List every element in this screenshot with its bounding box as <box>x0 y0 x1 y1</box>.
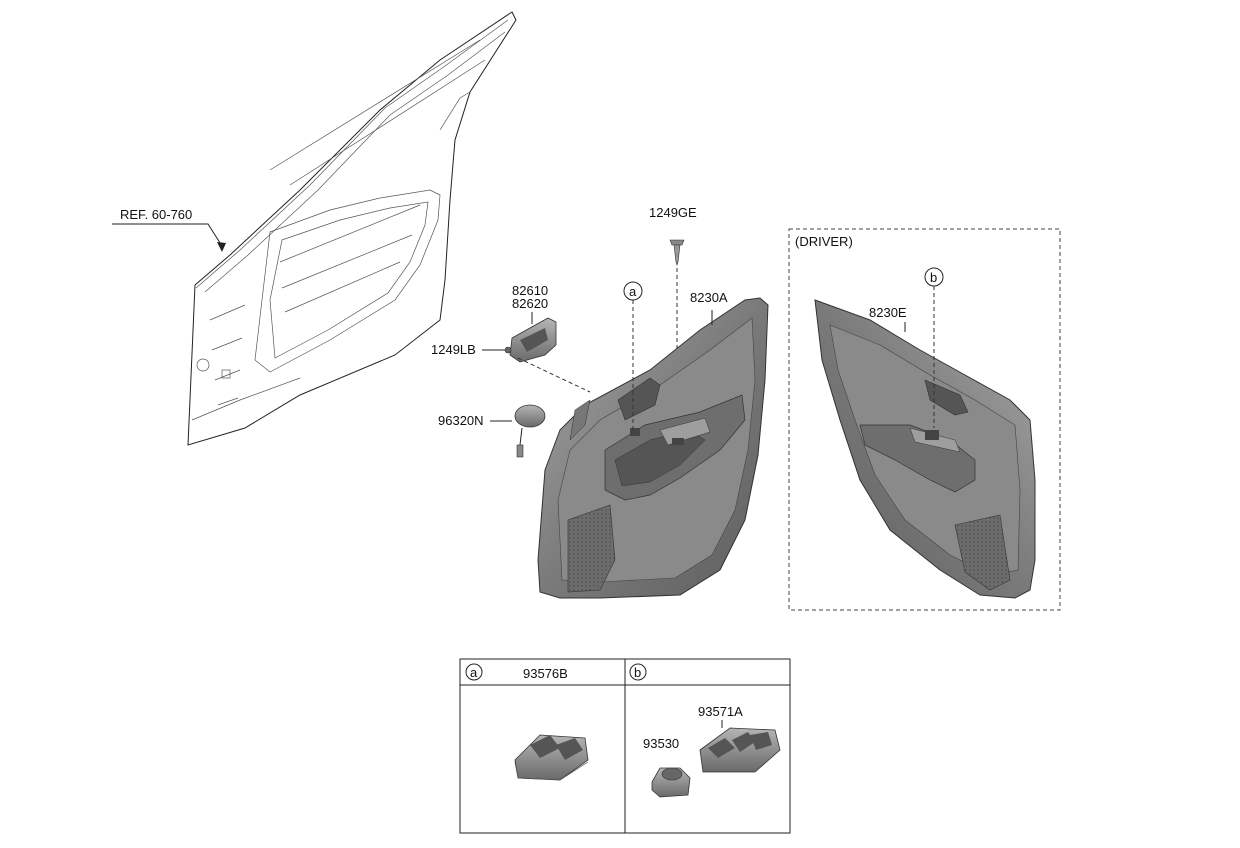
part-label-93576b: 93576B <box>523 666 568 681</box>
ref-callout: REF. 60-760 <box>112 207 226 252</box>
part-label-96320n: 96320N <box>438 413 484 428</box>
part-label-93571a: 93571A <box>698 704 743 719</box>
switch-93530-drawing <box>651 767 691 798</box>
door-trim-panel-8230a: 8230A <box>537 290 769 599</box>
speaker-96320n: 96320N <box>438 404 546 458</box>
driver-label: (DRIVER) <box>795 234 853 249</box>
switch-93576b-drawing <box>514 734 589 781</box>
part-label-1249lb: 1249LB <box>431 342 476 357</box>
driver-variant-box: (DRIVER) 8230E b <box>788 228 1061 611</box>
part-label-93530: 93530 <box>643 736 679 751</box>
part-label-1249ge: 1249GE <box>649 205 697 220</box>
table-badge-a: a <box>470 665 478 680</box>
part-label-82620: 82620 <box>512 296 548 311</box>
callout-a-letter: a <box>629 284 637 299</box>
callout-a-marker: a <box>623 281 643 430</box>
callout-b-letter: b <box>930 270 937 285</box>
door-frame-drawing <box>187 11 517 446</box>
screw-1249lb: 1249LB <box>431 342 591 393</box>
callout-b-marker: b <box>924 267 944 428</box>
inside-handle-part: 82610 82620 <box>509 283 557 363</box>
table-badge-b: b <box>634 665 641 680</box>
part-label-82610: 82610 <box>512 283 548 298</box>
part-label-8230e: 8230E <box>869 305 907 320</box>
ref-label: REF. 60-760 <box>120 207 192 222</box>
part-label-8230a: 8230A <box>690 290 728 305</box>
switch-parts-table: a 93576B b 93571A 93530 <box>459 658 791 834</box>
switch-93571a-drawing <box>699 727 781 773</box>
